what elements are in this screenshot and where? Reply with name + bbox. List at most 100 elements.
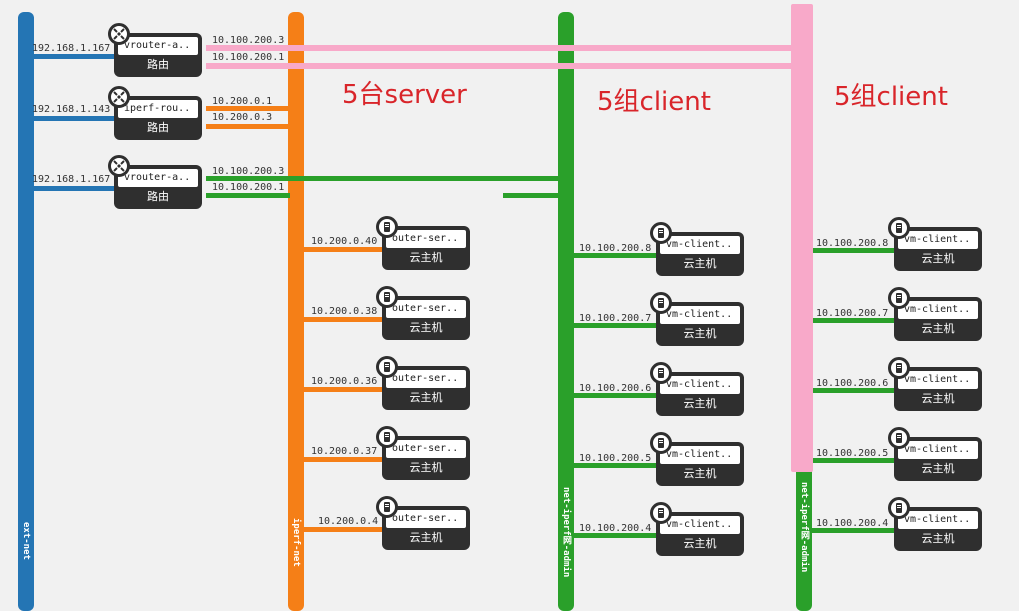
vm-type: 云主机 xyxy=(409,251,443,264)
server-ip: 10.200.0.40 xyxy=(311,236,378,247)
link-router3-green-c xyxy=(503,193,560,198)
vm-node[interactable]: vm-client.. 云主机 xyxy=(650,502,748,556)
server-ip: 10.200.0.4 xyxy=(318,516,379,527)
server-icon xyxy=(650,502,672,524)
vm-name: outer-ser.. xyxy=(392,513,459,524)
vm-card: vm-client.. 云主机 xyxy=(656,442,744,486)
vm-name: vm-client.. xyxy=(666,379,733,390)
ext-net-bus[interactable] xyxy=(18,12,34,611)
client-ip: 10.100.200.4 xyxy=(816,518,889,529)
pink-net-bus[interactable] xyxy=(791,4,813,472)
router1-ip-a: 10.100.200.3 xyxy=(212,35,285,46)
vm-type: 云主机 xyxy=(921,252,955,265)
router-card: vrouter-a.. 路由 xyxy=(114,33,202,77)
vm-card: vm-client.. 云主机 xyxy=(656,372,744,416)
vm-type: 云主机 xyxy=(921,462,955,475)
vm-name-field: vm-client.. xyxy=(898,371,978,389)
vm-name: outer-ser.. xyxy=(392,373,459,384)
server-icon xyxy=(376,496,398,518)
router-node[interactable]: iperf-rou.. 路由 xyxy=(108,86,206,140)
vm-type: 云主机 xyxy=(409,461,443,474)
vm-node[interactable]: vm-client.. 云主机 xyxy=(650,432,748,486)
link-router3-green-b xyxy=(206,193,290,198)
vm-type: 云主机 xyxy=(683,327,717,340)
router-type: 路由 xyxy=(147,190,169,203)
vm-node[interactable]: vm-client.. 云主机 xyxy=(650,292,748,346)
router-icon xyxy=(108,23,130,45)
router-type: 路由 xyxy=(147,58,169,71)
router-name: vrouter-a.. xyxy=(124,40,191,51)
router2-ip-b: 10.200.0.3 xyxy=(212,112,273,123)
vm-name: vm-client.. xyxy=(666,239,733,250)
admin-net-bus-1[interactable] xyxy=(558,12,574,611)
router-node[interactable]: vrouter-a.. 路由 xyxy=(108,155,206,209)
link-server-1 xyxy=(304,317,384,322)
vm-name-field: vm-client.. xyxy=(898,231,978,249)
vm-node[interactable]: vm-client.. 云主机 xyxy=(650,362,748,416)
vm-node[interactable]: vm-client.. 云主机 xyxy=(888,287,986,341)
iperf-net-bus[interactable] xyxy=(288,12,304,611)
vm-type: 云主机 xyxy=(683,257,717,270)
server-icon xyxy=(888,217,910,239)
vm-name-field: vm-client.. xyxy=(660,376,740,394)
vm-card: outer-ser.. 云主机 xyxy=(382,366,470,410)
link-router1-ext xyxy=(34,54,116,59)
vm-node[interactable]: outer-ser.. 云主机 xyxy=(376,216,474,270)
router1-ip-b: 10.100.200.1 xyxy=(212,52,285,63)
admin-net-label-2: net-iperf网-admin xyxy=(799,482,809,573)
link-client-b-4 xyxy=(812,528,895,533)
vm-name-field: vm-client.. xyxy=(660,306,740,324)
link-router3-green-a xyxy=(206,176,560,181)
link-router1-pink-b xyxy=(206,63,801,69)
server-ip: 10.200.0.37 xyxy=(311,446,378,457)
vm-node[interactable]: vm-client.. 云主机 xyxy=(888,217,986,271)
vm-node[interactable]: vm-client.. 云主机 xyxy=(888,427,986,481)
client-ip: 10.100.200.8 xyxy=(816,238,889,249)
link-client-a-1 xyxy=(574,323,658,328)
vm-name-field: outer-ser.. xyxy=(386,370,466,388)
vm-node[interactable]: outer-ser.. 云主机 xyxy=(376,356,474,410)
client-ip: 10.100.200.4 xyxy=(579,523,652,534)
vm-name: vm-client.. xyxy=(666,309,733,320)
router2-ip-a: 10.200.0.1 xyxy=(212,96,273,107)
vm-type: 云主机 xyxy=(683,537,717,550)
client-ip: 10.100.200.6 xyxy=(816,378,889,389)
link-client-a-0 xyxy=(574,253,658,258)
server-icon xyxy=(376,356,398,378)
vm-type: 云主机 xyxy=(409,531,443,544)
vm-name: outer-ser.. xyxy=(392,233,459,244)
link-client-a-2 xyxy=(574,393,658,398)
link-server-4 xyxy=(304,527,384,532)
vm-node[interactable]: outer-ser.. 云主机 xyxy=(376,286,474,340)
vm-name-field: vm-client.. xyxy=(660,236,740,254)
vm-name-field: vm-client.. xyxy=(660,516,740,534)
vm-node[interactable]: vm-client.. 云主机 xyxy=(888,497,986,551)
router3-ip-b: 10.100.200.1 xyxy=(212,182,285,193)
vm-node[interactable]: outer-ser.. 云主机 xyxy=(376,426,474,480)
vm-card: vm-client.. 云主机 xyxy=(894,367,982,411)
link-client-b-3 xyxy=(813,458,895,463)
vm-name: vm-client.. xyxy=(904,444,971,455)
vm-name-field: vm-client.. xyxy=(898,301,978,319)
router-node[interactable]: vrouter-a.. 路由 xyxy=(108,23,206,77)
vm-name: vm-client.. xyxy=(666,449,733,460)
vm-node[interactable]: vm-client.. 云主机 xyxy=(888,357,986,411)
link-client-a-3 xyxy=(574,463,658,468)
vm-name: outer-ser.. xyxy=(392,443,459,454)
router3-ext-ip: 192.168.1.167 xyxy=(32,174,111,185)
vm-name-field: outer-ser.. xyxy=(386,510,466,528)
annotation-clients-2: 5组client xyxy=(834,82,948,112)
server-icon xyxy=(650,432,672,454)
client-ip: 10.100.200.5 xyxy=(579,453,652,464)
vm-card: vm-client.. 云主机 xyxy=(656,232,744,276)
router3-ip-a: 10.100.200.3 xyxy=(212,166,285,177)
vm-type: 云主机 xyxy=(921,532,955,545)
vm-name-field: vm-client.. xyxy=(660,446,740,464)
vm-type: 云主机 xyxy=(683,467,717,480)
vm-node[interactable]: vm-client.. 云主机 xyxy=(650,222,748,276)
admin-net-bus-2[interactable] xyxy=(796,460,812,611)
link-router2-iperf-b xyxy=(206,124,290,129)
vm-node[interactable]: outer-ser.. 云主机 xyxy=(376,496,474,550)
server-icon xyxy=(888,357,910,379)
vm-name: vm-client.. xyxy=(666,519,733,530)
